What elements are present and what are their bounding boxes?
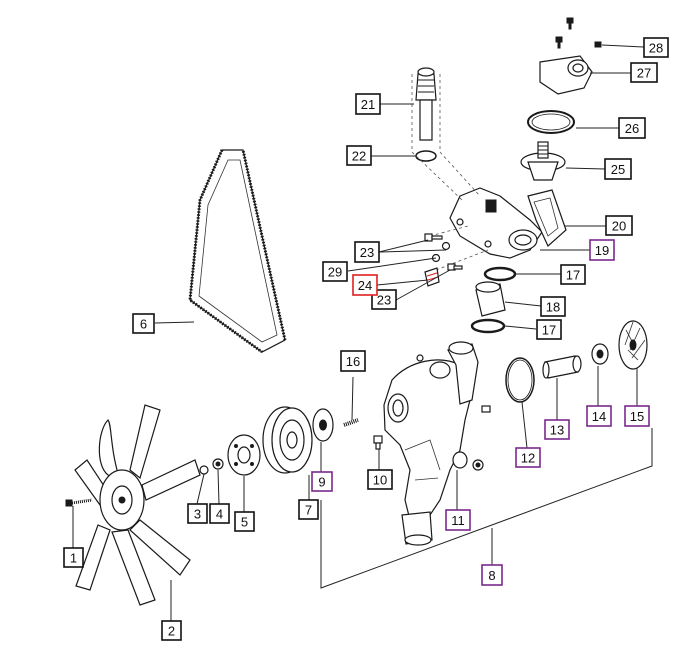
svg-text:4: 4 <box>216 507 223 522</box>
thermostat-cover-part <box>539 55 593 95</box>
callout-17-upper: 17 <box>560 264 586 285</box>
hose-part <box>475 281 506 317</box>
svg-text:17: 17 <box>566 268 580 283</box>
callout-7: 7 <box>298 499 319 520</box>
fan-washer-part <box>199 458 224 475</box>
svg-text:8: 8 <box>488 568 495 583</box>
seal-part <box>591 343 609 365</box>
callout-18: 18 <box>540 296 566 317</box>
small-bolt-part <box>373 435 383 450</box>
callout-1: 1 <box>63 547 84 568</box>
callout-21: 21 <box>355 93 381 115</box>
svg-text:21: 21 <box>361 97 375 112</box>
leader-lines <box>72 44 653 622</box>
svg-text:1: 1 <box>70 551 77 566</box>
callout-5: 5 <box>234 511 255 532</box>
svg-text:23: 23 <box>360 245 374 260</box>
svg-text:29: 29 <box>328 265 342 280</box>
svg-text:25: 25 <box>611 162 625 177</box>
callout-23-upper: 23 <box>354 241 380 263</box>
svg-text:19: 19 <box>595 243 609 258</box>
callout-13: 13 <box>544 419 570 440</box>
svg-text:26: 26 <box>625 121 639 136</box>
svg-text:2: 2 <box>168 624 175 639</box>
svg-text:24: 24 <box>358 278 372 293</box>
pump-shaft-part <box>542 355 582 379</box>
thermostat-part <box>520 141 566 181</box>
o-ring-part <box>505 357 535 403</box>
callout-9: 9 <box>311 471 333 492</box>
svg-text:6: 6 <box>140 317 147 332</box>
svg-text:3: 3 <box>194 507 201 522</box>
callout-27: 27 <box>630 62 658 83</box>
callout-28: 28 <box>643 37 669 58</box>
callout-14: 14 <box>586 405 612 427</box>
svg-text:16: 16 <box>346 354 360 369</box>
svg-text:10: 10 <box>373 473 387 488</box>
callout-20: 20 <box>605 215 633 236</box>
callout-12: 12 <box>515 447 541 468</box>
housing-gasket-part <box>527 189 567 247</box>
impeller-part <box>618 320 648 370</box>
svg-text:12: 12 <box>521 451 535 466</box>
callout-25: 25 <box>604 158 632 180</box>
callout-23-lower: 23 <box>371 289 397 310</box>
pulley-part <box>262 406 313 474</box>
hose-clamp-lower-part <box>470 318 506 334</box>
fan-part <box>74 404 201 606</box>
callout-6: 6 <box>132 313 155 334</box>
drive-belt-part <box>188 149 287 354</box>
svg-text:27: 27 <box>637 66 651 81</box>
cover-bolts-part <box>555 17 602 49</box>
callout-4: 4 <box>209 503 230 524</box>
pump-flange-part <box>312 408 334 442</box>
water-pump-housing-part <box>383 341 491 546</box>
svg-text:22: 22 <box>352 149 366 164</box>
callout-22: 22 <box>346 145 372 166</box>
callout-3: 3 <box>187 503 208 524</box>
callout-10: 10 <box>367 469 393 490</box>
svg-text:15: 15 <box>630 409 644 424</box>
hose-clamp-upper-part <box>483 266 517 282</box>
callout-19: 19 <box>589 239 615 261</box>
svg-text:17: 17 <box>542 323 556 338</box>
sensor-washer-part <box>415 150 437 162</box>
svg-text:13: 13 <box>550 423 564 438</box>
callout-15: 15 <box>624 405 650 427</box>
callout-2: 2 <box>161 620 182 641</box>
stud-part <box>343 418 359 427</box>
svg-text:11: 11 <box>451 513 465 528</box>
thermostat-gasket-part <box>527 110 575 134</box>
callout-24: 24 <box>352 274 378 296</box>
temp-sensor-part <box>415 67 437 141</box>
svg-text:28: 28 <box>649 41 663 56</box>
callout-17-lower: 17 <box>536 319 562 340</box>
housing-bolt-part <box>424 233 463 271</box>
svg-text:14: 14 <box>592 409 606 424</box>
callout-8: 8 <box>481 564 503 586</box>
fan-bolt-part <box>65 498 93 507</box>
callout-29: 29 <box>322 261 348 282</box>
svg-text:18: 18 <box>546 300 560 315</box>
svg-text:23: 23 <box>377 293 391 308</box>
svg-text:9: 9 <box>318 475 325 490</box>
callout-16: 16 <box>340 350 366 372</box>
callout-11: 11 <box>445 509 471 531</box>
thermostat-housing-part <box>449 187 543 259</box>
svg-text:5: 5 <box>241 515 248 530</box>
fan-hub-part <box>227 434 261 476</box>
callout-26: 26 <box>618 117 646 139</box>
svg-text:7: 7 <box>305 503 312 518</box>
svg-text:20: 20 <box>612 219 626 234</box>
